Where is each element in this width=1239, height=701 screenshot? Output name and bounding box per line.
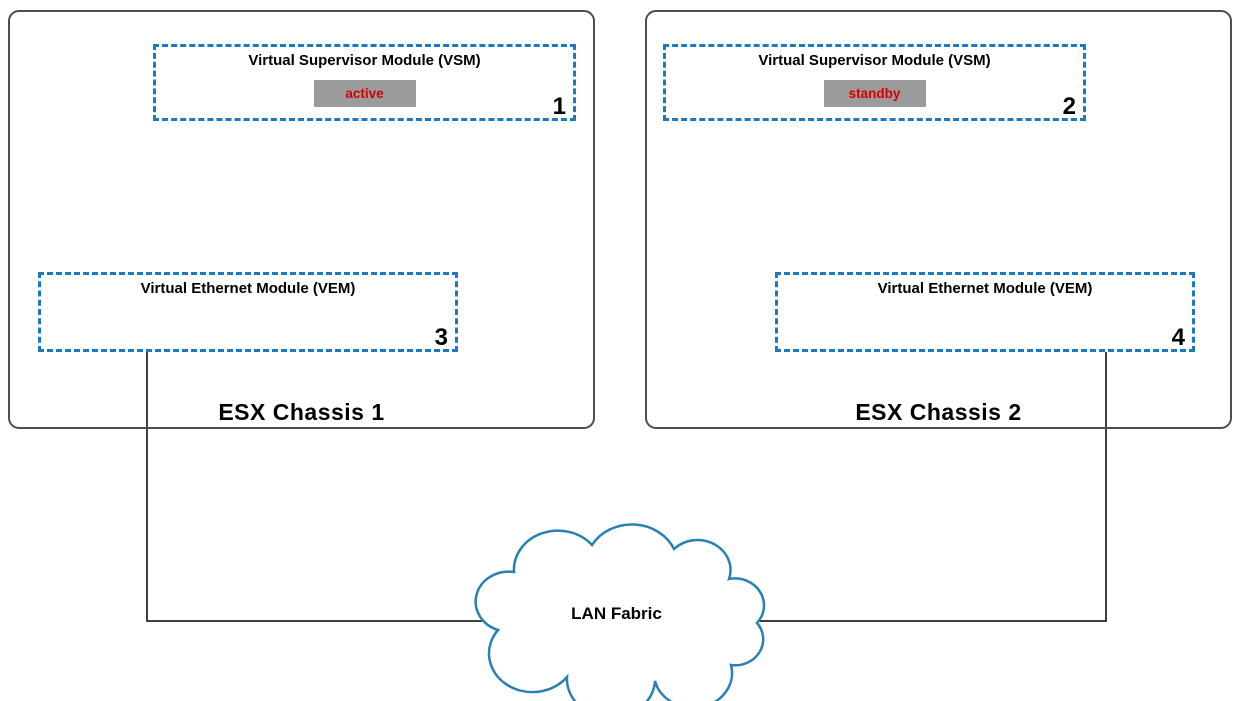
- vem-box-2: Virtual Ethernet Module (VEM) 4: [775, 272, 1195, 352]
- vem2-to-lan-link: [735, 352, 1107, 622]
- callout-number-1: 1: [552, 93, 566, 120]
- vsm-box-2: Virtual Supervisor Module (VSM) standby …: [663, 44, 1086, 121]
- lan-fabric-label: LAN Fabric: [571, 604, 662, 623]
- esx-chassis-2-box: Virtual Supervisor Module (VSM) standby …: [645, 10, 1232, 429]
- vem-box-1: Virtual Ethernet Module (VEM) 3: [38, 272, 458, 352]
- vem-title: Virtual Ethernet Module (VEM): [877, 280, 1093, 297]
- vem1-to-lan-link: [146, 352, 505, 622]
- vsm-status-badge: standby: [823, 80, 926, 107]
- vem-title: Virtual Ethernet Module (VEM): [140, 280, 356, 297]
- callout-number-4: 4: [1171, 324, 1185, 351]
- vsm-status-badge: active: [313, 80, 416, 107]
- vsm-title: Virtual Supervisor Module (VSM): [758, 52, 991, 69]
- lan-fabric-cloud: [474, 523, 766, 701]
- vsm-title: Virtual Supervisor Module (VSM): [248, 52, 481, 69]
- callout-number-3: 3: [434, 324, 448, 351]
- callout-number-2: 2: [1062, 93, 1076, 120]
- vsm-box-1: Virtual Supervisor Module (VSM) active 1: [153, 44, 576, 121]
- esx-chassis-1-box: Virtual Supervisor Module (VSM) active 1…: [8, 10, 595, 429]
- esx-chassis-1-label: ESX Chassis 1: [218, 399, 385, 425]
- esx-chassis-2-label: ESX Chassis 2: [855, 399, 1022, 425]
